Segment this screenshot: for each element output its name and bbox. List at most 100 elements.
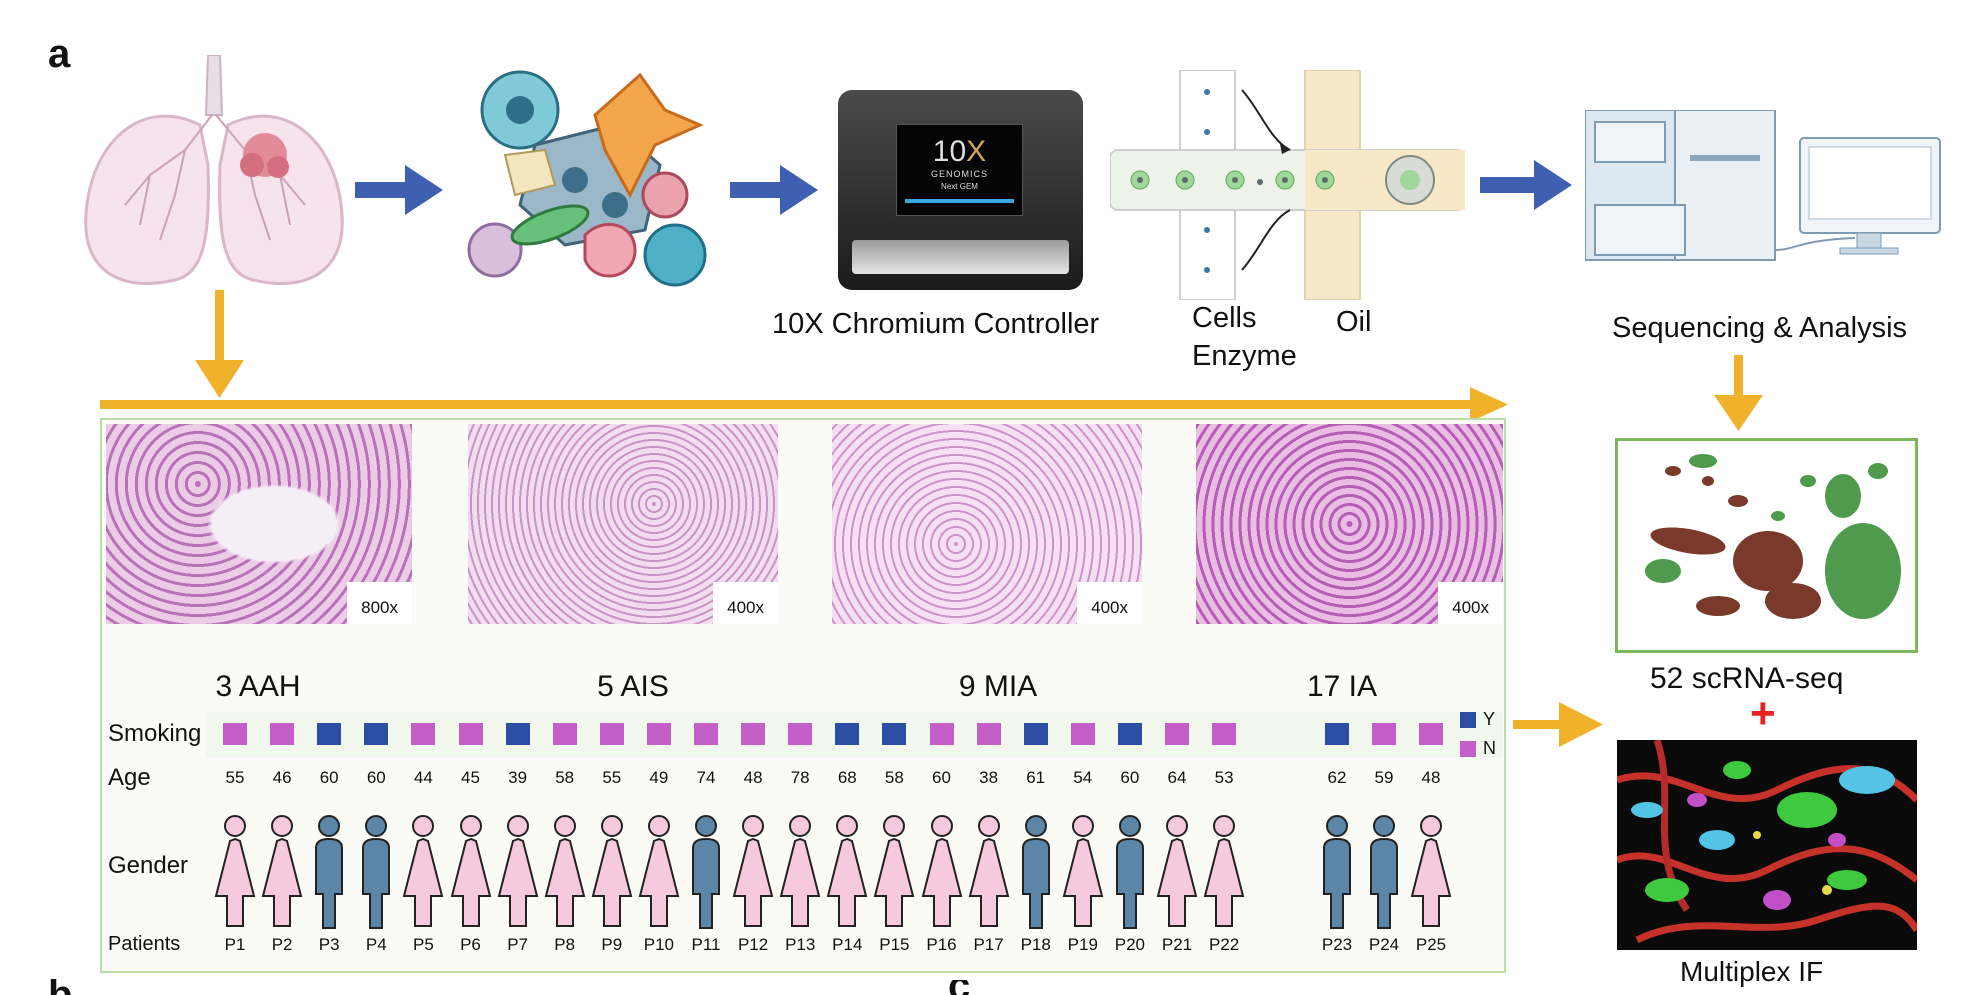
smoking-marker-p15 <box>882 723 907 745</box>
patient-id-p1: P1 <box>224 935 246 954</box>
male-icon-p18 <box>1021 815 1050 929</box>
plus-sign: + <box>1750 689 1776 738</box>
smoking-marker-p9 <box>599 723 624 745</box>
controller-logo-x: X <box>966 135 987 168</box>
age-value-p11: 74 <box>696 768 716 787</box>
smoking-marker-p7 <box>505 723 530 745</box>
smoking-marker-p19 <box>1070 723 1095 745</box>
age-value-p8: 58 <box>555 768 575 787</box>
chromium-controller-device: 10X GENOMICS Next GEM <box>838 90 1083 290</box>
female-icon-p8 <box>544 815 585 927</box>
lungs-illustration <box>84 55 344 285</box>
patient-id-p9: P9 <box>601 935 623 954</box>
histology-aah-image: 800x <box>106 424 412 624</box>
scrna-label: 52 scRNA-seq <box>1650 662 1844 695</box>
age-value-p24: 59 <box>1374 768 1394 787</box>
smoking-marker-p24 <box>1372 723 1396 745</box>
age-value-p20: 60 <box>1120 768 1140 787</box>
smoking-marker-p10 <box>646 723 671 745</box>
smoking-marker-p20 <box>1117 723 1142 745</box>
smoking-marker-p2 <box>270 723 295 745</box>
female-icon-p25 <box>1410 815 1452 927</box>
age-value-p5: 44 <box>413 768 433 787</box>
patient-id-p19: P19 <box>1067 935 1098 954</box>
patient-id-p20: P20 <box>1114 935 1146 954</box>
panel-letter-a: a <box>48 32 71 76</box>
legend-label-n: N <box>1483 738 1496 758</box>
age-value-p23: 62 <box>1327 768 1347 787</box>
female-icon-p19 <box>1062 815 1104 927</box>
smoking-marker-p6 <box>458 723 483 745</box>
orange-down-arrow-sequencing <box>1714 355 1763 431</box>
multiplex-if-label: Multiplex IF <box>1680 956 1824 987</box>
magnification-ia: 400x <box>1438 582 1503 624</box>
female-icon-p14 <box>827 815 868 927</box>
age-value-p16: 60 <box>932 768 951 787</box>
patient-id-p16: P16 <box>926 935 957 954</box>
orange-right-arrow-outputs <box>1513 702 1603 747</box>
controller-sub: Next GEM <box>941 182 978 191</box>
patient-id-p6: P6 <box>460 935 481 954</box>
age-value-p19: 54 <box>1073 768 1093 787</box>
patient-id-p10: P10 <box>643 935 675 954</box>
smoking-marker-p25 <box>1419 723 1443 745</box>
controller-logo-number: 10 <box>932 135 967 168</box>
orange-down-arrow-lungs <box>195 290 244 398</box>
female-icon-p15 <box>874 815 915 927</box>
age-value-p13: 78 <box>790 768 810 787</box>
age-value-p3: 60 <box>319 768 339 787</box>
patient-id-p7: P7 <box>507 935 528 954</box>
flow-arrow-1 <box>355 165 443 215</box>
age-value-p4: 60 <box>366 768 386 787</box>
female-icon-p17 <box>968 815 1009 927</box>
row-label-gender: Gender <box>108 852 189 879</box>
dissociated-cells-illustration <box>467 70 707 287</box>
smoking-marker-p11 <box>694 723 718 745</box>
multiplex-if-image <box>1617 740 1917 950</box>
histology-ais-image: 400x <box>468 424 778 624</box>
female-icon-p21 <box>1156 815 1198 927</box>
microfluidic-chip-illustration <box>1110 70 1465 300</box>
group-label-mia: 9 MIA <box>958 670 1038 703</box>
patient-id-p5: P5 <box>412 935 434 954</box>
age-value-p15: 58 <box>884 768 904 787</box>
male-icon-p4 <box>362 815 391 929</box>
patient-id-p3: P3 <box>318 935 340 954</box>
smoking-marker-p14 <box>835 723 860 745</box>
legend-swatch-y <box>1460 712 1476 728</box>
female-icon-p10 <box>638 815 680 927</box>
patient-id-p22: P22 <box>1208 935 1240 954</box>
histology-mia-image: 400x <box>832 424 1142 624</box>
female-icon-p2 <box>261 815 303 927</box>
age-value-p17: 38 <box>979 768 999 787</box>
histology-ia-image: 400x <box>1196 424 1503 624</box>
flow-arrow-2 <box>730 165 818 215</box>
smoking-marker-p23 <box>1325 723 1349 745</box>
panel-letter-c-text: c <box>948 980 978 995</box>
smoking-marker-p21 <box>1165 723 1189 745</box>
patient-id-p2: P2 <box>271 935 293 954</box>
age-value-p2: 46 <box>272 768 292 787</box>
smoking-marker-p18 <box>1023 723 1048 745</box>
oil-label: Oil <box>1336 306 1372 338</box>
patient-id-p13: P13 <box>785 935 816 954</box>
row-label-patients: Patients <box>108 933 181 955</box>
male-icon-p24 <box>1370 815 1398 929</box>
age-value-p18: 61 <box>1026 768 1046 787</box>
male-icon-p20 <box>1115 815 1144 929</box>
magnification-mia: 400x <box>1077 582 1142 624</box>
enzyme-label: Enzyme <box>1192 340 1297 372</box>
age-value-p14: 68 <box>837 768 857 787</box>
sequencer-computer-illustration <box>1585 110 1941 261</box>
magnification-ais: 400x <box>713 582 778 624</box>
male-icon-p3 <box>315 815 344 929</box>
patient-id-p24: P24 <box>1368 935 1400 954</box>
patient-id-p25: P25 <box>1415 935 1447 954</box>
smoking-marker-p1 <box>223 723 247 745</box>
patient-id-p15: P15 <box>879 935 910 954</box>
female-icon-p6 <box>450 815 491 927</box>
smoking-marker-p12 <box>741 723 766 745</box>
age-value-p25: 48 <box>1421 768 1441 787</box>
progression-timeline-arrow <box>100 387 1508 422</box>
female-icon-p1 <box>214 815 256 927</box>
